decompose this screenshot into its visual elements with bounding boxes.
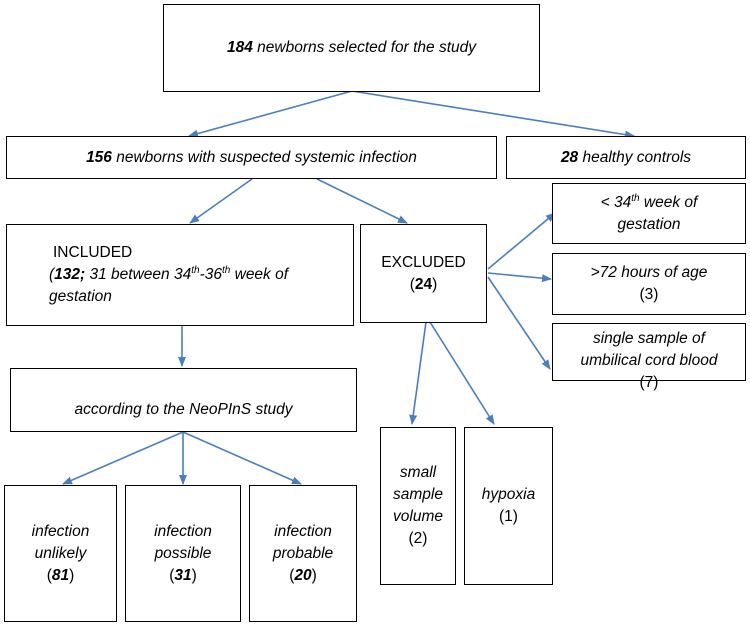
excluded-box: EXCLUDED (24) — [360, 224, 487, 323]
included-detail: (132; 31 between 34th-36th week of — [49, 264, 289, 283]
exclusion-hypoxia-value: (1) — [499, 508, 518, 525]
exclusion-volume-value: (2) — [408, 530, 428, 547]
outcome-unlikely-count: (81) — [46, 566, 75, 584]
controls-text: 28 healthy controls — [560, 148, 692, 166]
root-box: 184 newborns selected for the study — [163, 4, 540, 92]
arrow-excluded-to-age — [487, 272, 552, 283]
exclusion-volume-line1: small — [399, 464, 437, 481]
arrow-neopins-to-probable — [182, 431, 302, 485]
exclusion-preterm-box: < 34th week of gestation — [552, 183, 746, 244]
arrow-suspected-to-included — [189, 178, 253, 224]
outcome-unlikely-box: infection unlikely (81) — [4, 485, 117, 622]
exclusion-cord-box: single sample of umbilical cord blood (7… — [552, 323, 746, 391]
arrow-excluded-to-volume — [409, 321, 427, 425]
excluded-count: (24) — [409, 275, 438, 293]
exclusion-hypoxia-label: hypoxia — [481, 486, 536, 503]
exclusion-preterm-line2: gestation — [617, 215, 681, 233]
outcome-probable-count: (20) — [289, 566, 317, 584]
exclusion-volume-line2: sample — [393, 486, 443, 503]
suspected-box: 156 newborns with suspected systemic inf… — [6, 136, 497, 179]
outcome-unlikely-line1: infection — [31, 522, 90, 540]
included-detail-line2: gestation — [49, 288, 112, 305]
exclusion-age-label: >72 hours of age — [590, 264, 708, 281]
outcome-possible-line2: possible — [154, 544, 212, 562]
outcome-possible-box: infection possible (31) — [125, 485, 241, 622]
exclusion-volume-box: small sample volume (2) — [380, 427, 456, 585]
outcome-possible-count: (31) — [169, 566, 197, 584]
included-box: INCLUDED (132; 31 between 34th-36th week… — [6, 224, 354, 326]
exclusion-hypoxia-box: hypoxia (1) — [464, 427, 553, 585]
exclusion-cord-line1: single sample of — [592, 330, 705, 347]
outcome-probable-line2: probable — [272, 544, 334, 562]
root-text: 184 newborns selected for the study — [226, 39, 477, 56]
exclusion-preterm-line1: < 34th week of — [600, 192, 698, 211]
included-title: INCLUDED — [53, 244, 133, 261]
exclusion-cord-line2: umbilical cord blood — [580, 352, 718, 369]
arrow-root-to-suspected — [188, 90, 353, 138]
exclusion-cord-value: (7) — [639, 374, 659, 391]
arrow-root-to-controls — [351, 90, 635, 139]
outcome-possible-line1: infection — [154, 522, 212, 540]
outcome-probable-line1: infection — [274, 522, 332, 540]
suspected-text: 156 newborns with suspected systemic inf… — [86, 148, 417, 166]
arrow-excluded-to-preterm — [487, 212, 556, 270]
arrow-excluded-to-cord — [487, 276, 551, 370]
neopins-label: according to the NeoPInS study — [74, 401, 293, 418]
outcome-probable-box: infection probable (20) — [249, 485, 357, 622]
exclusion-volume-line3: volume — [393, 508, 443, 525]
arrow-suspected-to-excluded — [316, 178, 408, 224]
exclusion-age-box: >72 hours of age (3) — [552, 253, 746, 315]
outcome-unlikely-line2: unlikely — [34, 544, 87, 562]
arrow-neopins-to-unlikely — [62, 431, 184, 485]
excluded-title: EXCLUDED — [381, 253, 466, 271]
controls-box: 28 healthy controls — [506, 136, 746, 179]
arrow-excluded-to-hypoxia — [429, 321, 495, 425]
neopins-box: according to the NeoPInS study — [10, 368, 357, 432]
exclusion-age-value: (3) — [639, 286, 659, 303]
